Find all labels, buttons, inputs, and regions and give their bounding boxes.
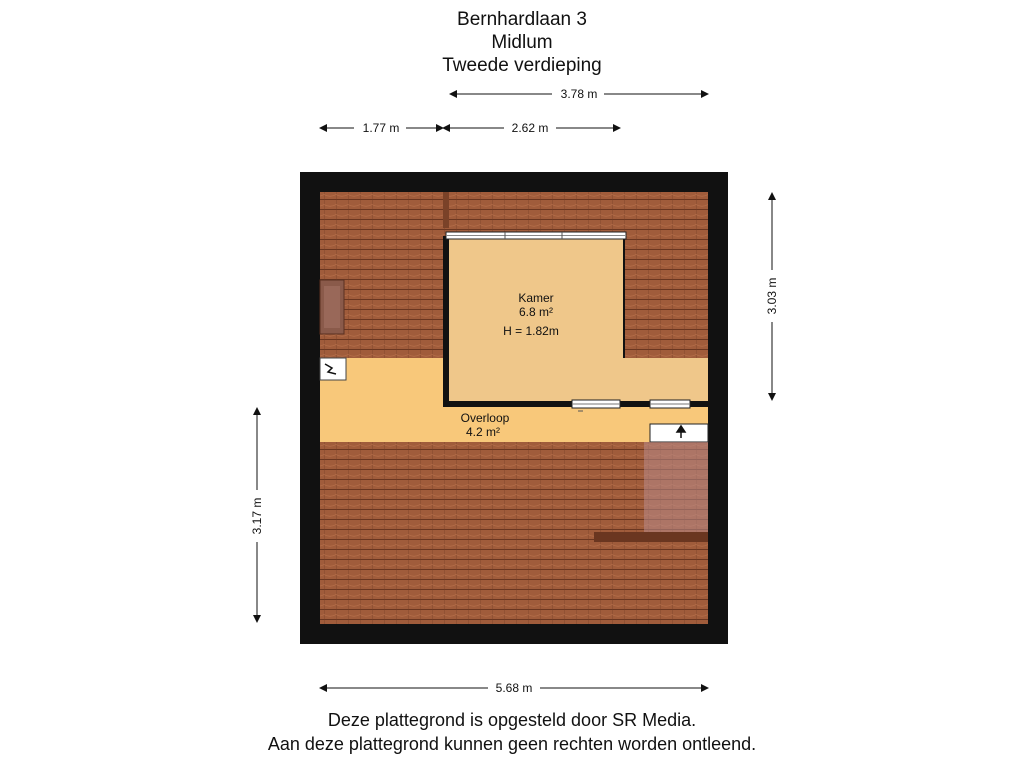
- footer-line-2: Aan deze plattegrond kunnen geen rechten…: [267, 734, 757, 754]
- footer-line-1: Deze plattegrond is opgesteld door SR Me…: [327, 710, 697, 730]
- stair-arrow-icon: [675, 424, 687, 438]
- roof-ridge: [443, 192, 449, 228]
- dim-top-right: 3.78 m: [561, 87, 598, 101]
- stair-landing: [649, 423, 709, 443]
- chimney-inner: [324, 286, 340, 328]
- footer-disclaimer: Deze plattegrond is opgesteld door SR Me…: [0, 708, 1024, 756]
- dim-top-middle: 2.62 m: [512, 121, 549, 135]
- overloop-area: 4.2 m²: [466, 425, 500, 439]
- dim-right: 3.03 m: [765, 278, 779, 315]
- kamer-height: H = 1.82m: [503, 324, 559, 338]
- dim-bottom: 5.68 m: [496, 681, 533, 695]
- city-title: Midlum: [491, 32, 553, 53]
- address-title: Bernhardlaan 3: [457, 9, 587, 30]
- staircase: [644, 442, 708, 534]
- dim-left: 3.17 m: [250, 498, 264, 535]
- kamer-wall: [443, 236, 708, 407]
- fixture: [319, 357, 347, 381]
- floor-title: Tweede verdieping: [442, 55, 602, 76]
- kamer-corner-roof: [624, 236, 708, 358]
- stair-ledge: [594, 532, 708, 542]
- kamer-name: Kamer: [518, 291, 553, 305]
- title-block: Bernhardlaan 3 Midlum Tweede verdieping: [0, 8, 1024, 77]
- fixture-icon: [324, 363, 337, 375]
- overloop-name: Overloop: [461, 411, 510, 425]
- kamer-area: 6.8 m²: [519, 305, 553, 319]
- dim-top-left: 1.77 m: [363, 121, 400, 135]
